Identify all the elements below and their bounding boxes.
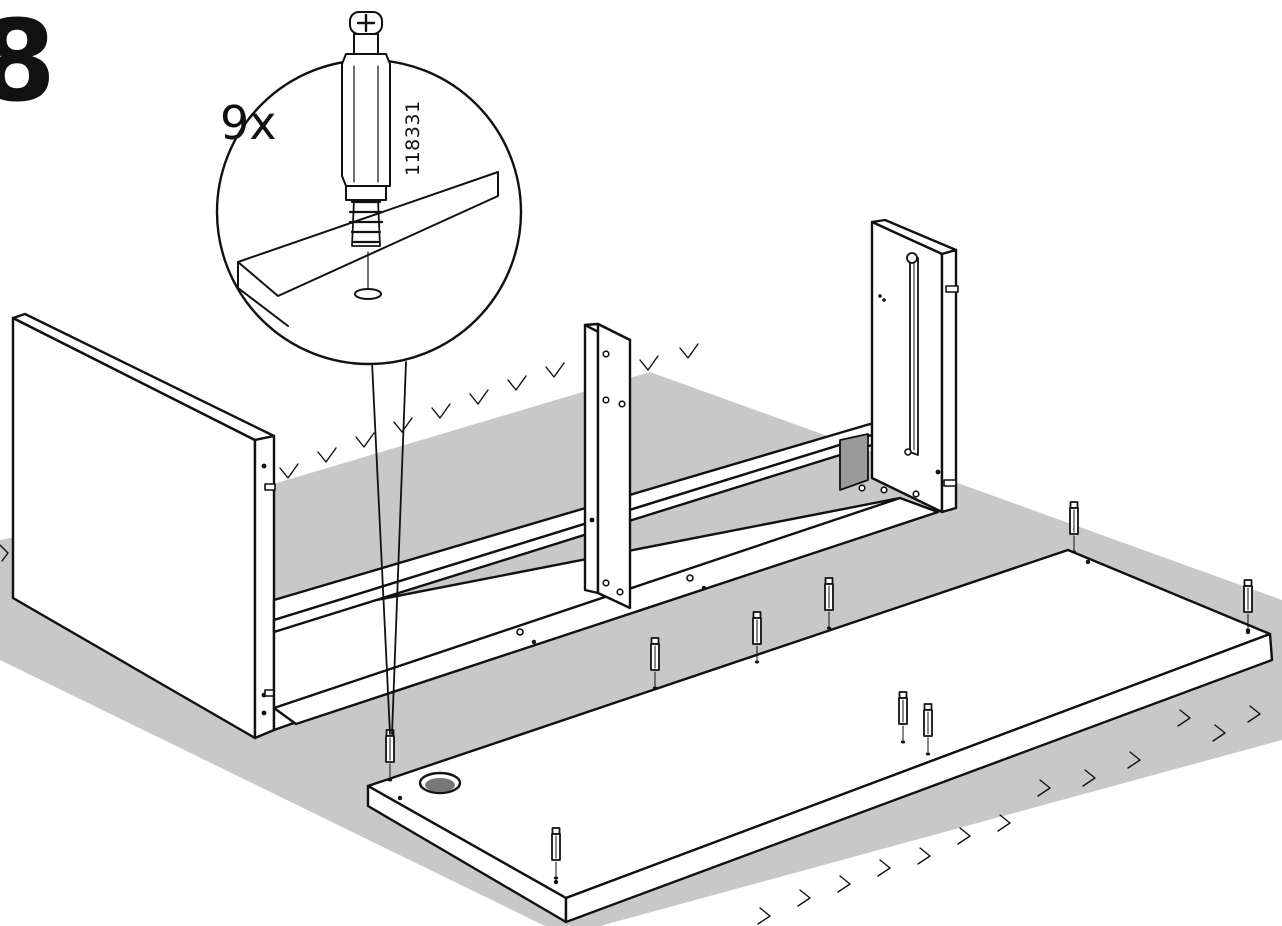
frame-holes (516, 574, 707, 645)
magnifier-callout (215, 11, 523, 366)
cam-dowel-icon (341, 11, 391, 247)
frame-base (272, 496, 940, 732)
left-side-panel (11, 312, 276, 740)
top-board (366, 548, 1274, 924)
floor-shadow (0, 372, 1282, 926)
step-number: 8 (0, 0, 56, 127)
middle-post (583, 322, 632, 610)
part-number: 118331 (402, 100, 424, 176)
floor-ticks (0, 343, 1261, 925)
right-side-panel (858, 218, 959, 514)
callout-pointer (371, 361, 407, 735)
quantity-label: 9x (220, 96, 277, 150)
